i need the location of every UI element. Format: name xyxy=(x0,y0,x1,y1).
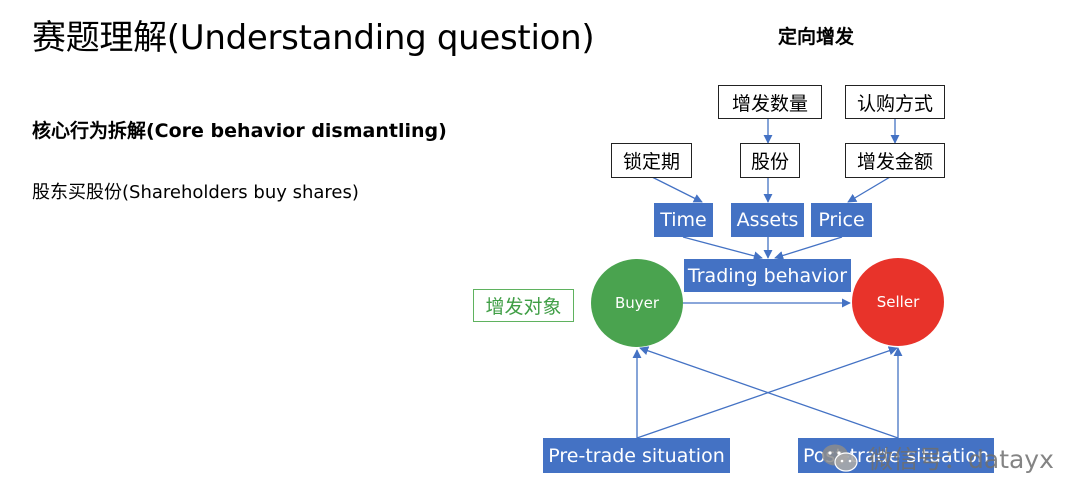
edge-time-to-trading xyxy=(682,236,763,261)
edge-lockup-to-time xyxy=(651,176,703,203)
node-time: Time xyxy=(654,203,713,237)
node-price: Price xyxy=(811,203,872,237)
edge-post-to-buyer xyxy=(639,346,899,439)
node-buyer: Buyer xyxy=(591,259,683,347)
watermark: 微信号：datayx xyxy=(820,438,1054,478)
watermark-text: 微信号：datayx xyxy=(868,445,1054,474)
edge-price-to-trading xyxy=(774,236,843,260)
node-pre-trade-situation: Pre-trade situation xyxy=(543,438,730,473)
diagram-title: 定向增发 xyxy=(777,26,854,48)
edge-amount-to-price xyxy=(847,176,891,203)
node-issue-target: 增发对象 xyxy=(473,289,574,322)
node-shares: 股份 xyxy=(740,143,800,178)
page-title: 赛题理解(Understanding question) xyxy=(32,18,595,58)
node-lockup-period: 锁定期 xyxy=(611,143,692,178)
node-issue-amount: 增发金额 xyxy=(845,143,945,178)
node-assets: Assets xyxy=(731,203,804,237)
body-text: 股东买股份(Shareholders buy shares) xyxy=(32,182,359,203)
node-trading-behavior: Trading behavior xyxy=(684,259,851,292)
node-seller: Seller xyxy=(852,258,944,346)
node-subscription-method: 认购方式 xyxy=(845,85,945,119)
node-issue-quantity: 增发数量 xyxy=(718,85,822,119)
section-heading: 核心行为拆解(Core behavior dismantling) xyxy=(32,120,447,142)
wechat-icon xyxy=(822,444,858,472)
edge-pre-to-seller xyxy=(636,346,898,439)
